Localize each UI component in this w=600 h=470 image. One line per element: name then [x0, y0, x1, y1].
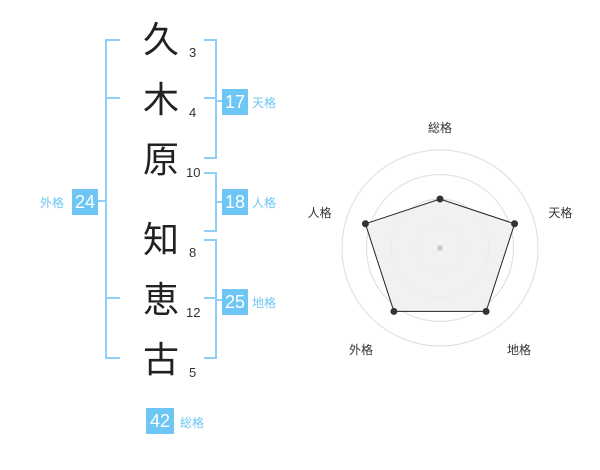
radar-point-1 [511, 220, 519, 228]
soukaku-label: 総格 [180, 416, 205, 430]
radar-ring-4 [341, 149, 539, 347]
radar-point-3 [390, 307, 398, 315]
name-char-1: 久 [142, 20, 179, 61]
name-char-4: 知 [142, 220, 179, 261]
name-char-6: 古 [142, 340, 179, 381]
name-char-3: 原 [142, 140, 179, 181]
name-char-5: 恵 [142, 280, 179, 321]
chikaku-bracket [204, 239, 222, 359]
tenkaku-label: 天格 [252, 96, 277, 110]
stroke-count-4: 8 [189, 245, 197, 260]
radar-axis-label-jinkaku: 人格 [308, 205, 332, 220]
jinkaku-badge: 18 [222, 189, 248, 215]
radar-point-0 [436, 195, 444, 203]
radar-series-polygon [364, 198, 516, 312]
jinkaku-label: 人格 [252, 196, 277, 210]
radar-center-dot [437, 245, 443, 251]
radar-axis-label-gaikaku: 外格 [349, 342, 373, 357]
gaikaku-bracket [93, 39, 120, 359]
gaikaku-label: 外格 [40, 196, 65, 210]
chikaku-badge: 25 [222, 289, 248, 315]
tenkaku-badge: 17 [222, 89, 248, 115]
jinkaku-bracket [204, 172, 222, 232]
radar-chart: 総格 天格 地格 外格 人格 [308, 120, 573, 357]
tenkaku-bracket [204, 39, 222, 159]
stroke-count-1: 3 [189, 45, 197, 60]
stroke-count-3: 10 [186, 165, 201, 180]
radar-point-2 [482, 307, 490, 315]
radar-axis-label-soukaku: 総格 [428, 120, 452, 135]
gaikaku-badge: 24 [72, 189, 98, 215]
soukaku-badge: 42 [146, 408, 174, 434]
radar-axis-label-chikaku: 地格 [507, 342, 531, 357]
radar-axis-label-tenkaku: 天格 [548, 205, 572, 220]
stroke-count-5: 12 [186, 305, 201, 320]
name-char-2: 木 [142, 80, 179, 121]
stroke-count-2: 4 [189, 105, 197, 120]
radar-ring-3 [366, 174, 514, 322]
stroke-count-6: 5 [189, 365, 197, 380]
radar-point-4 [361, 220, 369, 228]
chikaku-label: 地格 [252, 296, 277, 310]
